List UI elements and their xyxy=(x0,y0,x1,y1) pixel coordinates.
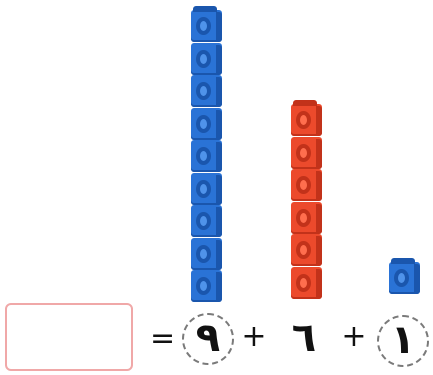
connecting-cube xyxy=(291,234,322,266)
cube-stack-one xyxy=(389,258,420,294)
connecting-cube xyxy=(191,205,222,237)
equals-sign: = xyxy=(150,324,174,354)
connecting-cube xyxy=(191,75,222,107)
connecting-cube xyxy=(191,270,222,302)
term-one: ١ xyxy=(377,320,429,360)
connecting-cube xyxy=(291,267,322,299)
cube-stack-nine xyxy=(191,6,222,300)
connecting-cube xyxy=(191,43,222,75)
connecting-cube xyxy=(291,104,322,136)
connecting-cube xyxy=(291,137,322,169)
connecting-cube xyxy=(191,10,222,42)
plus-sign-1: + xyxy=(240,322,268,352)
term-nine: ٩ xyxy=(182,318,234,358)
plus-sign-2: + xyxy=(340,322,368,352)
connecting-cube xyxy=(389,262,420,294)
connecting-cube xyxy=(291,202,322,234)
connecting-cube xyxy=(191,238,222,270)
term-six: ٦ xyxy=(278,318,330,358)
connecting-cube xyxy=(291,169,322,201)
connecting-cube xyxy=(191,140,222,172)
connecting-cube xyxy=(191,108,222,140)
answer-box[interactable] xyxy=(5,303,133,371)
cube-stack-six xyxy=(291,100,322,300)
connecting-cube xyxy=(191,173,222,205)
